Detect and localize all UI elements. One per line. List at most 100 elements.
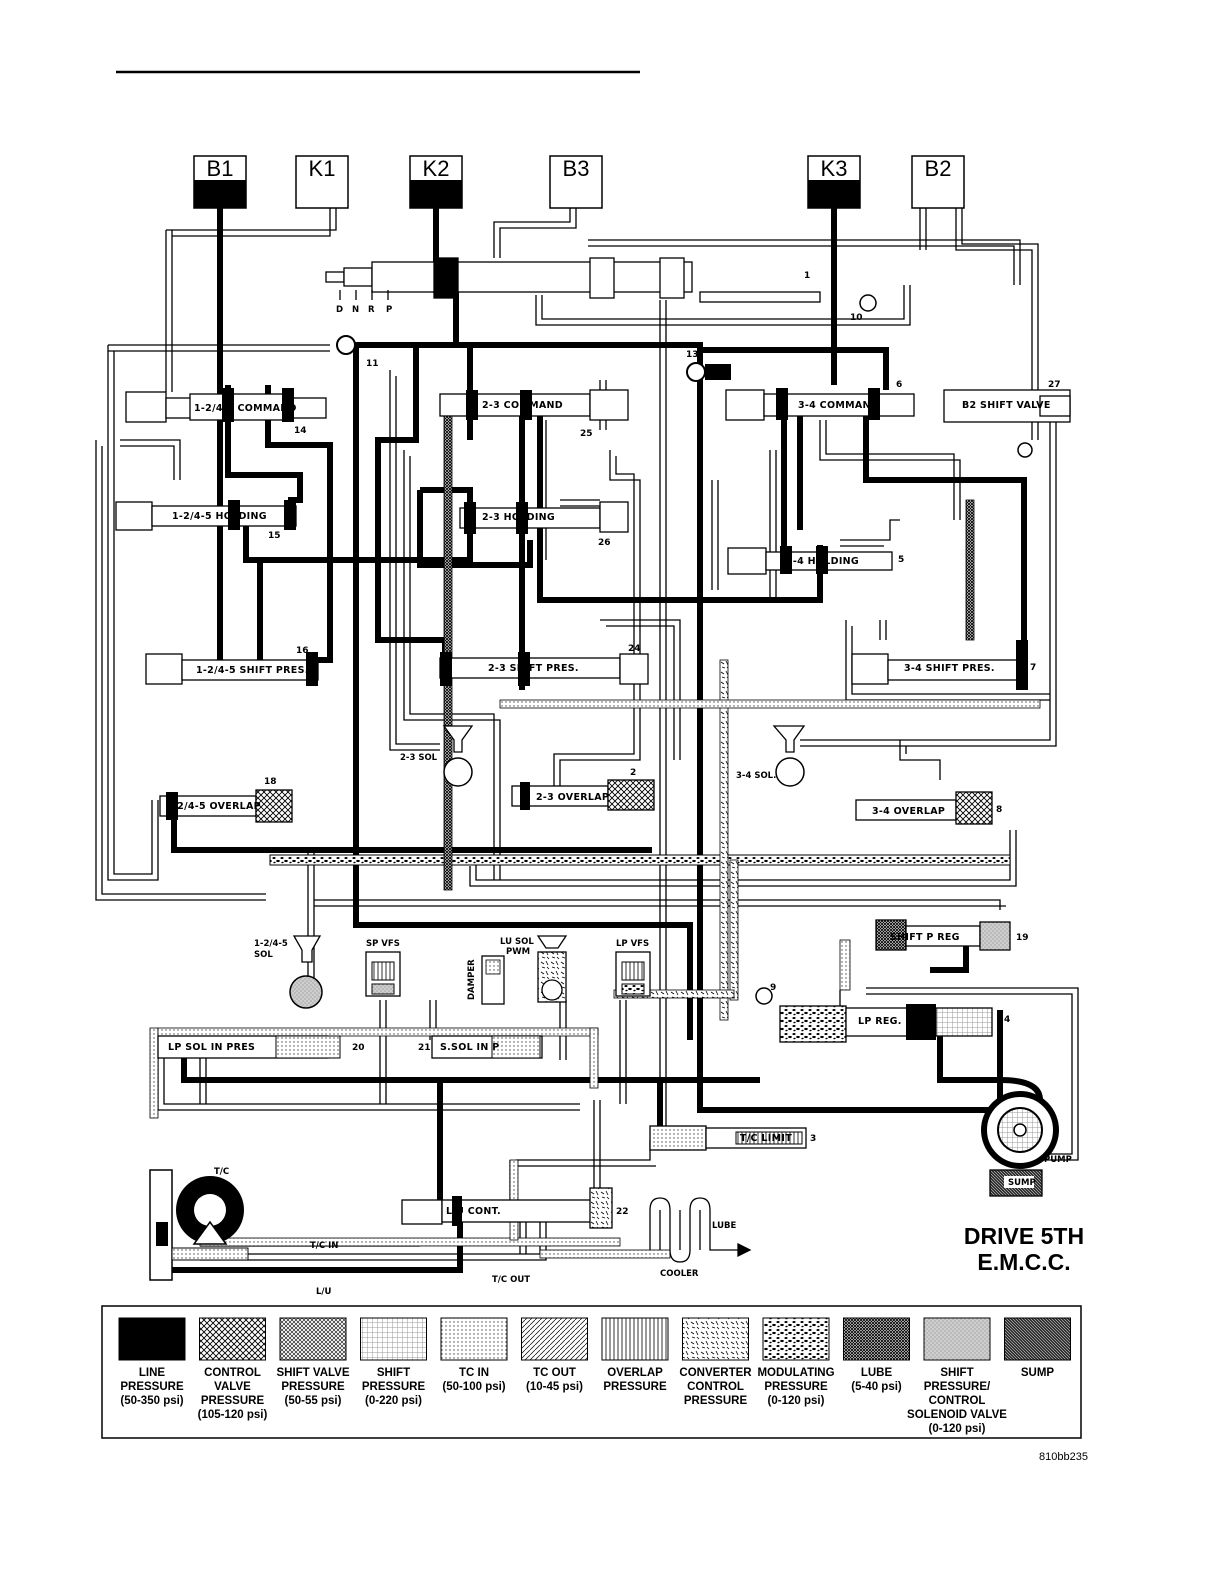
valve-b2-shift-number: 27 [1048, 380, 1061, 390]
legend-swatch-6 [601, 1317, 669, 1361]
torque-converter [149, 1169, 249, 1281]
gear-n: N [352, 305, 359, 315]
check-valve-9 [755, 987, 773, 1005]
legend-label-3-2: (0-220 psi) [365, 1395, 422, 1407]
check-valve-9-number: 9 [770, 983, 776, 993]
cooler-label: COOLER [660, 1269, 699, 1279]
control-passages [95, 208, 1079, 1261]
valve-1245-holding [115, 500, 297, 531]
manual-valve-number: 1 [804, 271, 810, 281]
gear-d: D [336, 305, 343, 315]
damper-label: DAMPER [467, 959, 477, 1000]
valve-s-sol-in-p-number: 21 [418, 1043, 431, 1053]
valve-b2-shift [943, 389, 1071, 423]
valve-lu-cont-number: 22 [616, 1207, 629, 1217]
valve-1245-shift-pres [145, 652, 319, 686]
valve-34-holding-number: 5 [898, 555, 904, 565]
pump-label: PUMP [1044, 1155, 1072, 1165]
clutch-k3-label: K3 [821, 156, 848, 181]
solenoid-lu-label-b: PWM [506, 947, 530, 957]
figure-id: 810bb235 [1039, 1451, 1088, 1463]
legend-label-2-1: PRESSURE [281, 1381, 345, 1393]
gear-p: P [386, 305, 392, 315]
valve-23-overlap-label: 2-3 OVERLAP [536, 792, 609, 803]
diagram-title-line2: E.M.C.C. [977, 1249, 1070, 1275]
check-ball-13: 13 [686, 350, 699, 360]
valve-23-command [439, 389, 629, 421]
clutch-k1-label: K1 [309, 156, 336, 181]
solenoid-1245-label-a: 1-2/4-5 [254, 939, 288, 949]
valve-34-shift-pres-label: 3-4 SHIFT PRES. [904, 663, 995, 674]
lube-label: LUBE [712, 1221, 736, 1231]
solenoid-sp-vfs [365, 951, 401, 997]
legend-swatch-11 [1004, 1317, 1071, 1361]
valve-tc-limit-number: 3 [810, 1134, 816, 1144]
legend-label-3-1: PRESSURE [362, 1381, 426, 1393]
clutch-b1: B1 [193, 155, 247, 209]
clutch-k3: K3 [807, 155, 861, 209]
pump [981, 1091, 1059, 1169]
valve-23-command-number: 25 [580, 429, 593, 439]
legend-label-1-0: CONTROL [204, 1367, 261, 1379]
legend-label-1-2: PRESSURE [201, 1395, 265, 1407]
legend-label-5-1: (10-45 psi) [526, 1381, 583, 1393]
valve-1245-command-number: 14 [294, 426, 307, 436]
valve-34-command-label: 3-4 COMMAND [798, 400, 879, 411]
legend-label-8-0: MODULATING [757, 1367, 834, 1379]
valve-34-shift-pres [851, 640, 1028, 690]
valve-b2-shift-label: B2 SHIFT VALVE [962, 400, 1051, 411]
solenoid-23-label: 2-3 SOL [400, 753, 438, 763]
valve-lp-reg-label: LP REG. [858, 1016, 902, 1027]
legend-label-0-0: LINE [139, 1367, 166, 1379]
legend-label-8-1: PRESSURE [764, 1381, 828, 1393]
valve-1245-shift-pres-label: 1-2/4-5 SHIFT PRES. [196, 665, 309, 676]
legend-label-10-3: SOLENOID VALVE [907, 1409, 1007, 1421]
legend-label-9-0: LUBE [861, 1367, 893, 1379]
legend-label-10-2: CONTROL [929, 1395, 986, 1407]
legend-label-7-0: CONVERTER [679, 1367, 752, 1379]
legend-label-8-2: (0-120 psi) [768, 1395, 825, 1407]
legend-label-10-1: PRESSURE/ [924, 1381, 991, 1393]
solenoid-34-label: 3-4 SOL. [736, 771, 776, 781]
valve-34-command [725, 388, 915, 421]
valve-34-overlap-label: 3-4 OVERLAP [872, 806, 945, 817]
legend-swatch-8 [762, 1317, 830, 1361]
solenoid-1245-label-b: SOL [254, 950, 273, 960]
check-ball-10: 10 [850, 313, 863, 323]
valve-34-overlap [855, 791, 993, 825]
legend-label-2-2: (50-55 psi) [285, 1395, 342, 1407]
line-pressure-passages [150, 208, 1043, 1273]
legend-swatch-2 [279, 1317, 347, 1361]
valve-1245-holding-number: 15 [268, 531, 281, 541]
legend-label-6-0: OVERLAP [607, 1367, 663, 1379]
cooler [649, 1197, 752, 1263]
valve-lu-cont-label: L/U CONT. [446, 1206, 501, 1217]
solenoid-1245 [289, 935, 323, 1009]
legend-label-9-1: (5-40 psi) [851, 1381, 902, 1393]
torque-converter-label: T/C [214, 1167, 229, 1177]
solenoid-lp-vfs [615, 951, 651, 997]
legend-swatch-10 [923, 1317, 991, 1361]
valve-34-shift-pres-number: 7 [1030, 663, 1036, 673]
valve-lp-reg [779, 1004, 993, 1043]
valve-1245-overlap-label: 1-2/4-5 OVERLAP [166, 801, 261, 812]
clutch-b3-label: B3 [563, 156, 590, 181]
legend-swatch-1 [199, 1317, 266, 1361]
valve-lp-sol-in-pres [157, 1035, 341, 1059]
legend-swatch-5 [521, 1317, 588, 1361]
clutch-b2: B2 [911, 155, 965, 209]
legend-label-7-2: PRESSURE [684, 1395, 748, 1407]
check-ball-11: 11 [366, 359, 379, 369]
valve-lp-sol-in-pres-label: LP SOL IN PRES [168, 1042, 255, 1053]
valve-shift-p-reg [875, 919, 1011, 951]
modulating-passages [149, 409, 1041, 1259]
valve-lp-sol-in-pres-number: 20 [352, 1043, 365, 1053]
check-balls [336, 294, 1033, 458]
legend-swatch-3 [360, 1317, 427, 1361]
clutch-k2: K2 [409, 155, 463, 209]
legend-label-10-0: SHIFT [940, 1367, 973, 1379]
valve-34-holding [727, 546, 893, 575]
valve-23-shift-pres [439, 652, 649, 686]
legend-label-4-1: (50-100 psi) [442, 1381, 505, 1393]
